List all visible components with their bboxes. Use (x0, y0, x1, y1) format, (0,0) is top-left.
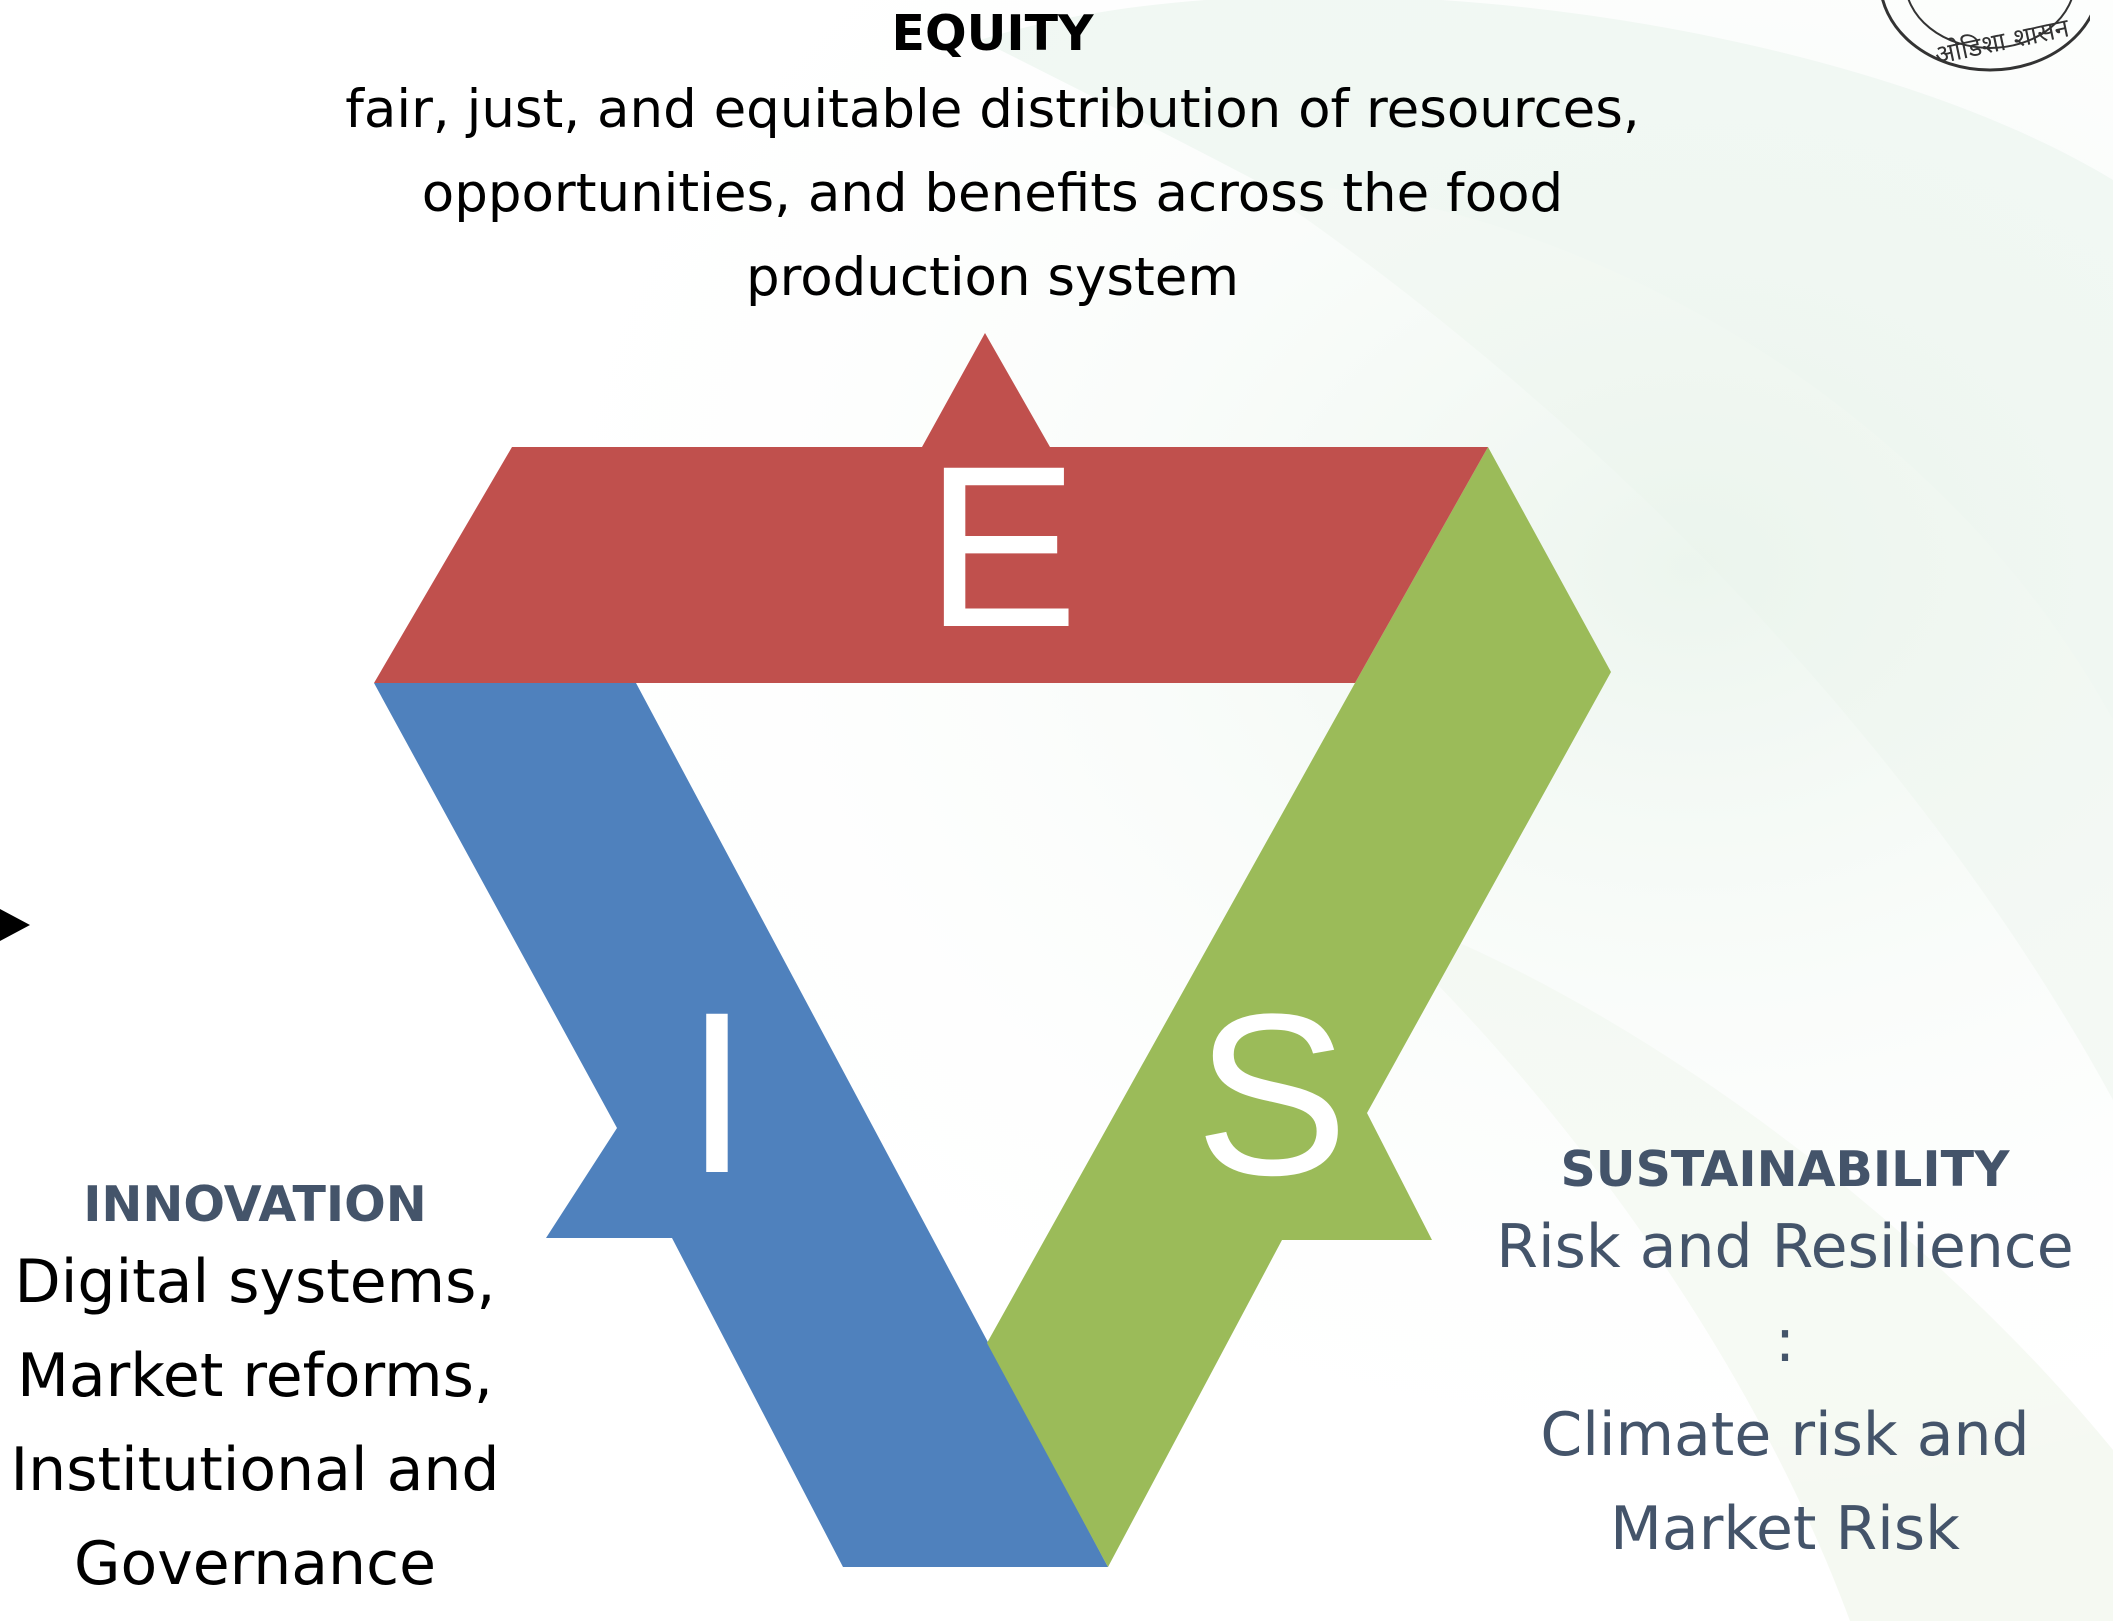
arrow-tip-icon (0, 909, 30, 941)
equity-text-block: EQUITY fair, just, and equitable distrib… (250, 0, 1735, 320)
equity-letter: E (925, 418, 1079, 675)
innovation-description-line: Governance (74, 1529, 436, 1599)
innovation-heading: INNOVATION (83, 1176, 427, 1233)
sustainability-band (987, 447, 1611, 1567)
sustainability-letter: S (1195, 966, 1349, 1223)
sustainability-heading: SUSTAINABILITY (1560, 1141, 2010, 1198)
government-seal-emblem: ओडिशा शासन (1881, 0, 2090, 72)
innovation-description-line: Market reforms, (17, 1341, 493, 1411)
equity-band (374, 333, 1488, 683)
innovation-description-line: Digital systems, (14, 1247, 496, 1317)
innovation-text-block: INNOVATION Digital systems, Market refor… (0, 1175, 510, 1611)
sustainability-text-block: SUSTAINABILITY Risk and Resilience : Cli… (1480, 1140, 2090, 1576)
sustainability-description-line: Market Risk (1610, 1494, 1960, 1564)
innovation-band (374, 683, 1108, 1567)
innovation-description-line: Institutional and (10, 1435, 500, 1505)
equity-description-line: production system (745, 247, 1240, 308)
sustainability-description-line: Risk and Resilience : (1496, 1212, 2074, 1376)
innovation-letter: I (685, 964, 749, 1221)
equity-description-line: fair, just, and equitable distribution o… (345, 79, 1640, 140)
equity-description-line: opportunities, and benefits across the f… (421, 163, 1564, 224)
sustainability-description-line: Climate risk and (1540, 1400, 2030, 1470)
equity-heading: EQUITY (891, 5, 1094, 62)
